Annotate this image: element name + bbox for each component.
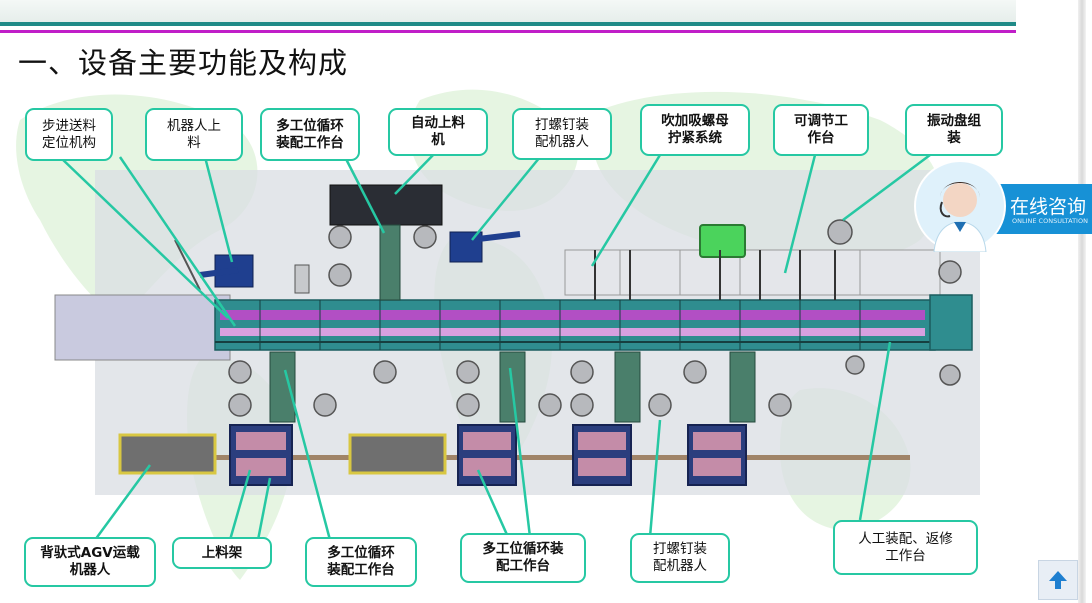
consult-label[interactable]: 在线咨询 — [1010, 196, 1087, 218]
title-rule-magenta — [0, 30, 1016, 33]
callout-multi-station-bottom-left: 多工位循环 装配工作台 — [305, 537, 417, 587]
callout-manual-repair: 人工装配、返修 工作台 — [833, 520, 978, 575]
callout-loading-rack: 上料架 — [172, 537, 272, 569]
agv-left — [118, 433, 217, 475]
callout-blow-suction-nut: 吹加吸螺母 拧紧系统 — [640, 104, 750, 156]
callout-robot-loading: 机器人上 料 — [145, 108, 243, 161]
feed-table — [54, 294, 231, 361]
hmi-screen — [699, 224, 746, 258]
enclosure-panels — [564, 249, 941, 296]
screw-spindles — [594, 250, 836, 300]
auto-loader-unit — [329, 184, 443, 226]
callout-step-feed: 步进送料 定位机构 — [25, 108, 113, 161]
callout-adjustable-bench: 可调节工 作台 — [773, 104, 869, 156]
scroll-to-top-button[interactable] — [1038, 560, 1078, 600]
callout-leaders — [59, 149, 931, 541]
slide-title: 一、设备主要功能及构成 — [18, 46, 349, 80]
slide: 一、设备主要功能及构成 — [0, 0, 1016, 587]
support-agent-avatar[interactable] — [914, 160, 1006, 252]
callout-multi-station-top: 多工位循环 装配工作台 — [260, 108, 360, 161]
callout-screw-robot-top: 打螺钉装 配机器人 — [512, 108, 612, 160]
slide-header-band — [0, 0, 1016, 22]
conveyor-end-cap — [929, 294, 973, 351]
small-cabinet — [294, 264, 310, 294]
online-consultation-widget[interactable]: 在线咨询 ONLINE CONSULTATION — [906, 160, 1092, 252]
callout-multi-station-bottom-mid: 多工位循环装 配工作台 — [460, 533, 586, 583]
assembly-line-diagram — [54, 149, 980, 541]
callout-auto-loader: 自动上料 机 — [388, 108, 488, 156]
consult-sublabel: ONLINE CONSULTATION — [1012, 217, 1088, 225]
agv-mid — [348, 433, 447, 475]
callout-screw-robot-bottom: 打螺钉装 配机器人 — [630, 533, 730, 583]
round-fixtures — [228, 219, 962, 417]
robot-arm-right — [449, 231, 521, 263]
robot-arm-left — [174, 239, 254, 291]
consult-tab[interactable] — [992, 184, 1092, 234]
lower-workstations — [269, 351, 756, 423]
side-scroll-strip — [1078, 0, 1086, 603]
arrow-up-icon — [1049, 571, 1067, 589]
callout-vibration-bowl: 振动盘组 装 — [905, 104, 1003, 156]
callout-agv-robot: 背驮式AGV运载 机器人 — [24, 537, 156, 587]
title-rule-teal — [0, 22, 1016, 26]
